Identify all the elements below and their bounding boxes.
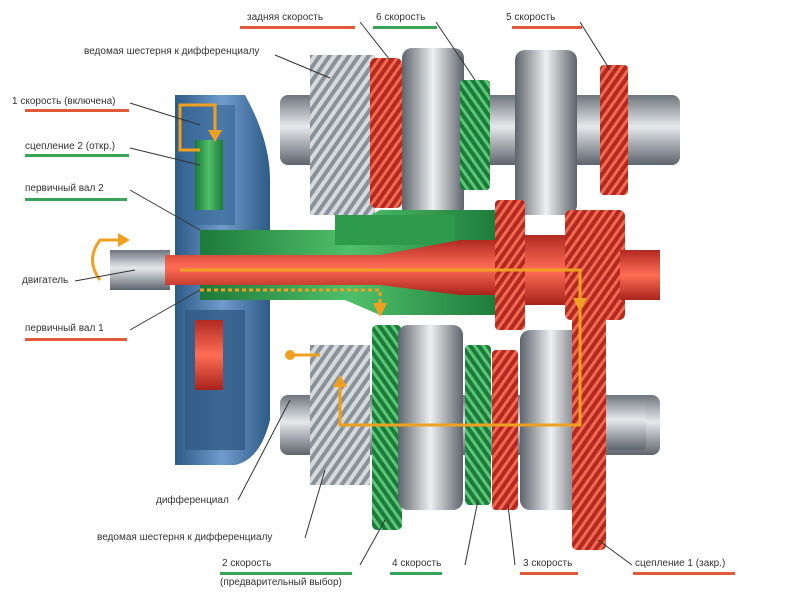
underline-clutch-1: [633, 572, 735, 575]
lower-layshaft: [280, 310, 660, 550]
underline-third-gear: [520, 572, 578, 575]
label-sixth-gear: 6 скорость: [376, 12, 426, 23]
label-engine: двигатель: [22, 275, 69, 286]
flow-arrowheads: [118, 130, 587, 387]
underline-clutch-2: [25, 154, 129, 157]
label-driven-gear-bottom: ведомая шестерня к дифференциалу: [97, 532, 273, 543]
underline-fifth-gear: [512, 26, 582, 29]
underline-input-shaft-1: [25, 338, 127, 341]
label-fourth-gear: 4 скорость: [392, 558, 442, 569]
underline-second-gear: [220, 572, 352, 575]
label-first-gear-engaged: 1 скорость (включена): [12, 96, 116, 107]
label-clutch-1: сцепление 1 (закр.): [635, 558, 726, 569]
underline-first-gear: [25, 109, 129, 112]
underline-input-shaft-2: [25, 198, 127, 201]
underline-sixth-gear: [373, 26, 437, 29]
label-input-shaft-2: первичный вал 2: [25, 183, 104, 194]
label-differential: дифференциал: [156, 495, 229, 506]
upper-layshaft: [280, 48, 680, 218]
power-flow: [91, 103, 582, 427]
underline-reverse-gear: [240, 26, 355, 29]
label-driven-gear-top: ведомая шестерня к дифференциалу: [84, 46, 260, 57]
label-reverse-gear: задняя скорость: [247, 12, 324, 23]
label-second-gear: 2 скорость: [222, 558, 272, 569]
label-input-shaft-1: первичный вал 1: [25, 323, 104, 334]
label-third-gear: 3 скорость: [523, 558, 573, 569]
label-fifth-gear: 5 скорость: [506, 12, 556, 23]
underline-fourth-gear: [390, 572, 442, 575]
leader-lines: [74, 21, 633, 566]
label-second-gear-preselect: (предварительный выбор): [220, 577, 342, 588]
label-clutch-2: сцепление 2 (откр.): [25, 141, 116, 152]
input-shaft-1: [110, 200, 660, 330]
